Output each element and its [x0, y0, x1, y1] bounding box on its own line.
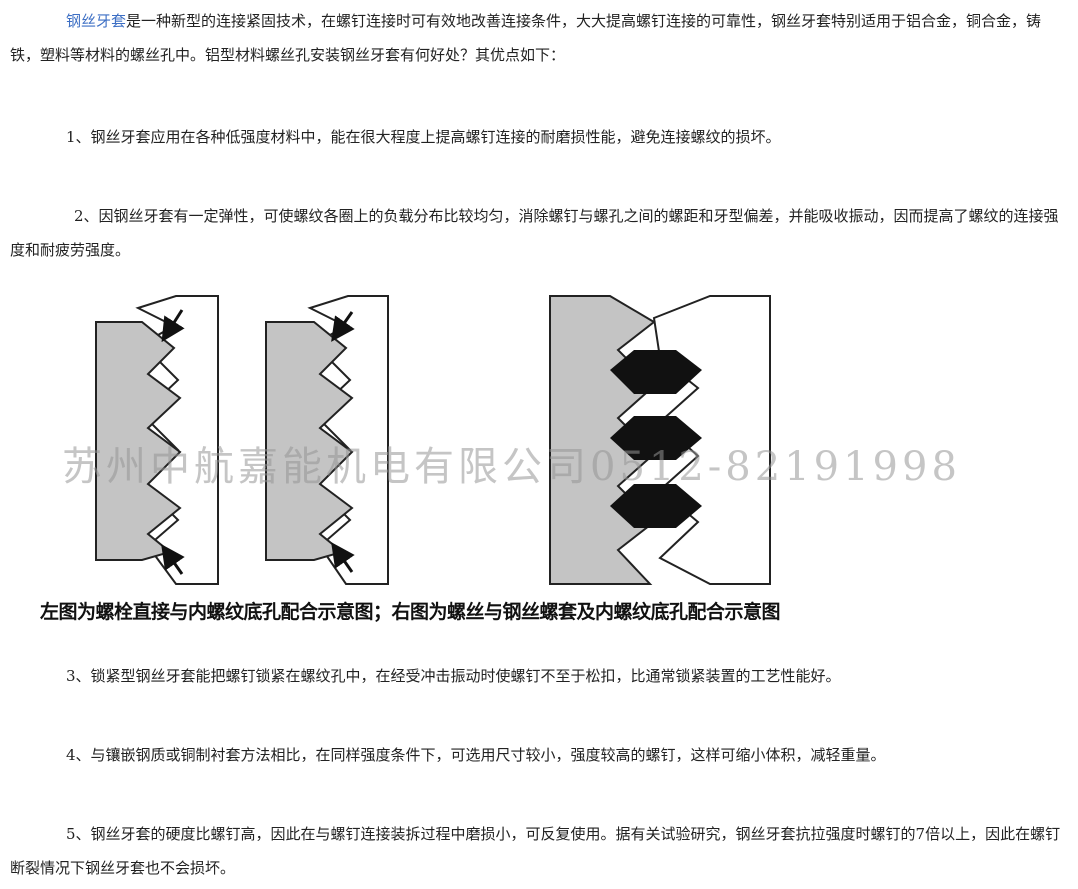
intro-text: 是一种新型的连接紧固技术，在螺钉连接时可有效地改善连接条件，大大提高螺钉连接的可…: [10, 12, 1042, 64]
intro-paragraph: 钢丝牙套是一种新型的连接紧固技术，在螺钉连接时可有效地改善连接条件，大大提高螺钉…: [10, 4, 1068, 72]
point-2: 2、因钢丝牙套有一定弹性，可使螺纹各圈上的负载分布比较均匀，消除螺钉与螺孔之间的…: [10, 207, 1059, 259]
thread-diagram-image: [30, 288, 910, 630]
point-3: 3、锁紧型钢丝牙套能把螺钉锁紧在螺纹孔中，在经受冲击振动时使螺钉不至于松扣，比通…: [66, 667, 841, 685]
point-1: 1、钢丝牙套应用在各种低强度材料中，能在很大程度上提高螺钉连接的耐磨损性能，避免…: [66, 128, 781, 146]
figure-caption: 左图为螺栓直接与内螺纹底孔配合示意图；右图为螺丝与钢丝螺套及内螺纹底孔配合示意图: [40, 601, 781, 623]
diagram-left-2: [265, 295, 389, 585]
diagram-left-1: [95, 295, 219, 585]
point-4: 4、与镶嵌钢质或铜制衬套方法相比，在同样强度条件下，可选用尺寸较小，强度较高的螺…: [66, 746, 886, 764]
wire-thread-insert-link[interactable]: 钢丝牙套: [66, 12, 127, 30]
point-5: 5、钢丝牙套的硬度比螺钉高，因此在与螺钉连接装拆过程中磨损小，可反复使用。据有关…: [10, 825, 1061, 877]
diagram-right: [549, 295, 771, 585]
thread-diagram: [95, 295, 771, 585]
